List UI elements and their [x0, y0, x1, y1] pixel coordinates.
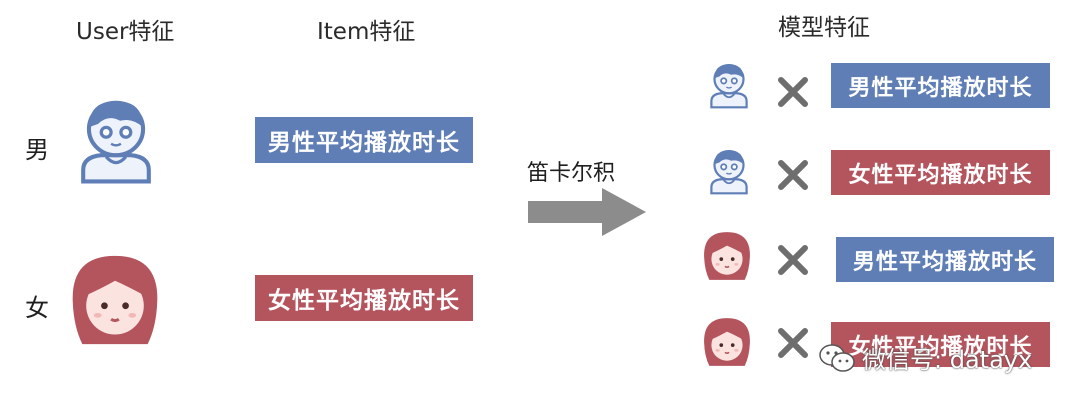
male-avatar-icon	[707, 145, 751, 195]
model-feature-tag: 女性平均播放时长	[831, 150, 1050, 195]
cross-icon	[776, 75, 810, 109]
model-feature-tag: 男性平均播放时长	[831, 63, 1050, 108]
female-row-label: 女	[25, 294, 49, 322]
cross-icon	[776, 326, 810, 360]
item-feature-female-tag: 女性平均播放时长	[255, 275, 473, 321]
wechat-icon	[819, 343, 855, 372]
watermark-text: 微信号: datayx	[862, 346, 1033, 374]
cartesian-product-label: 笛卡尔积	[527, 161, 616, 186]
male-avatar-icon	[75, 92, 157, 184]
cross-icon	[776, 243, 810, 277]
female-avatar-icon	[701, 230, 753, 282]
female-avatar-icon	[701, 316, 753, 368]
female-avatar-icon	[67, 252, 163, 348]
model-feature-tag: 女性平均播放时长	[831, 322, 1050, 367]
cross-icon	[776, 158, 810, 192]
user-features-header: User特征	[76, 19, 175, 45]
watermark: 微信号: datayx	[818, 340, 1032, 375]
male-row-label: 男	[25, 136, 49, 164]
model-features-header: 模型特征	[778, 15, 870, 41]
male-avatar-icon	[707, 59, 751, 109]
right-arrow-icon	[528, 188, 646, 236]
model-feature-tag: 男性平均播放时长	[836, 237, 1054, 282]
item-feature-male-tag: 男性平均播放时长	[255, 117, 473, 163]
item-features-header: Item特征	[317, 19, 416, 45]
